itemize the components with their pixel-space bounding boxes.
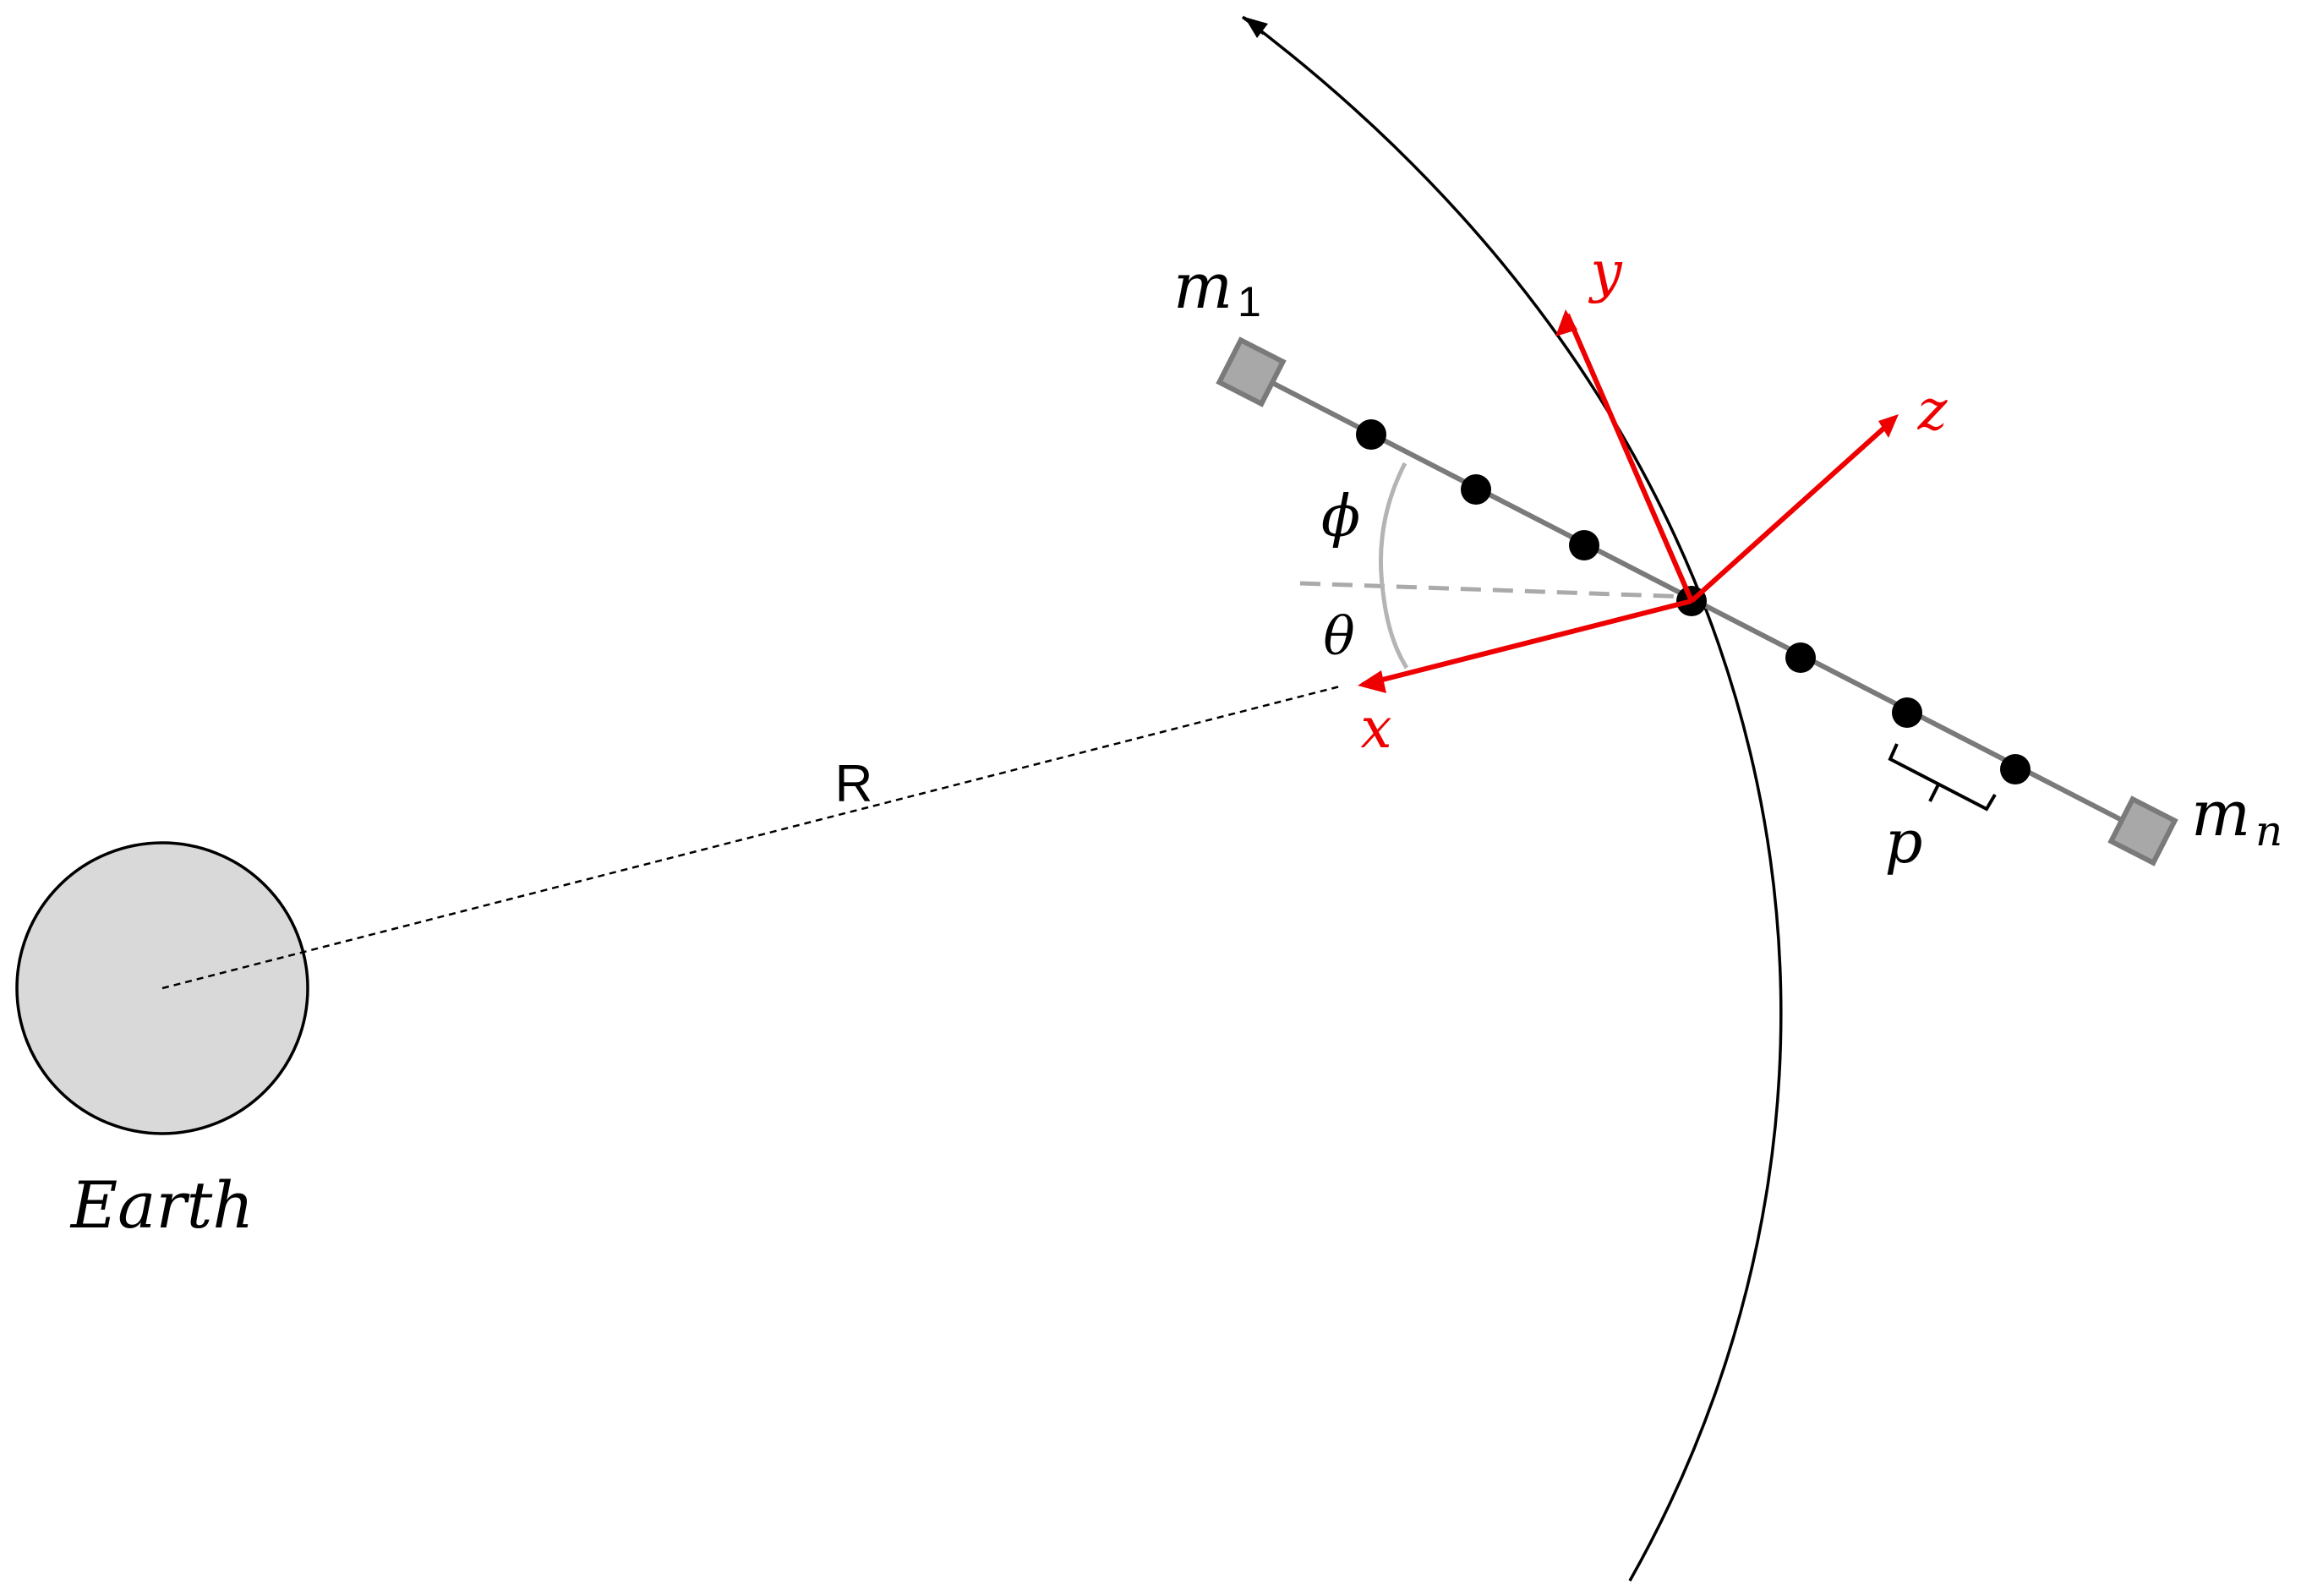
x-axis-label: x (1360, 696, 1391, 761)
reference-dashed-line (1299, 581, 1690, 599)
x-axis-arrow (1362, 598, 1692, 687)
y-axis-arrow (1565, 313, 1694, 603)
tether-node (1892, 697, 1922, 728)
end-mass-last (2107, 795, 2178, 866)
svg-text:m: m (1173, 250, 1233, 323)
y-axis-label: y (1588, 239, 1622, 304)
mass-last-label: m n (2191, 778, 2282, 855)
orbit-path (1241, 15, 1783, 1582)
z-axis-label: z (1917, 378, 1949, 443)
phi-label: ϕ (1321, 484, 1360, 550)
svg-text:n: n (2255, 806, 2282, 855)
z-axis-arrow (1689, 418, 1894, 604)
earth-label: Earth (69, 1167, 254, 1243)
end-mass-first (1216, 336, 1287, 407)
orbit-arrowhead (1244, 17, 1268, 38)
theta-angle-arc (1380, 591, 1409, 670)
z-axis-arrowhead (1878, 414, 1899, 438)
svg-text:m: m (2191, 778, 2250, 850)
radius-line (161, 685, 1341, 990)
phi-angle-arc (1378, 462, 1407, 593)
tether-node (2000, 754, 2031, 784)
mass-first-label: m 1 (1173, 250, 1261, 325)
tether-node (1461, 474, 1491, 505)
radius-label: R (835, 755, 873, 813)
spacing-label: p (1885, 807, 1923, 877)
tether-node (1569, 530, 1599, 560)
tether-node (1356, 419, 1386, 450)
spacing-bracket (1888, 743, 1997, 812)
y-axis-arrowhead (1555, 309, 1577, 336)
theta-label: θ (1323, 605, 1354, 667)
x-axis-arrowhead (1358, 670, 1386, 693)
svg-text:1: 1 (1238, 278, 1261, 325)
tether-node (1785, 642, 1816, 673)
